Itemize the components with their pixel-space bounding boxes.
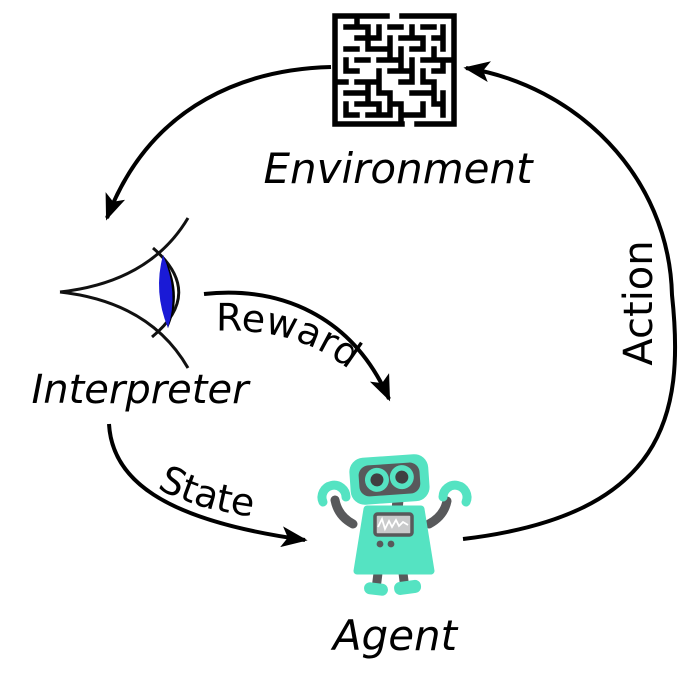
interpreter-label: Interpreter: [31, 367, 251, 413]
state-label: State: [153, 457, 258, 526]
robot-right-arm: [424, 496, 452, 529]
robot-left-arm: [330, 495, 358, 529]
agent-label: Agent: [330, 611, 459, 660]
environment-label: Environment: [263, 144, 534, 193]
eye-icon: [59, 217, 190, 369]
robot-head: [349, 454, 430, 505]
eye-lower-lid: [59, 290, 190, 369]
robot-icon: [317, 454, 472, 596]
robot-screen-waveform: [377, 516, 409, 532]
robot-left-foot: [364, 582, 388, 596]
arrow-interpreter-to-agent-state: [107, 423, 308, 548]
arrow-environment-to-interpreter: [105, 65, 332, 221]
reward-label: Reward: [216, 296, 369, 377]
robot-button-left: [376, 540, 384, 548]
eye-upper-lid: [59, 217, 190, 294]
robot-left-hand: [317, 480, 351, 507]
robot-right-foot: [394, 579, 422, 595]
arrow-agent-to-environment-action: [462, 61, 678, 541]
robot-right-eye: [395, 470, 409, 484]
robot-button-right: [387, 540, 395, 548]
robot-right-hand: [438, 480, 472, 507]
robot-left-eye: [370, 473, 384, 487]
maze-walls: [332, 13, 457, 127]
arrow-interpreter-to-agent-reward: [203, 290, 391, 402]
eye-iris: [159, 255, 173, 328]
maze-icon: [332, 13, 457, 127]
action-label: Action: [616, 240, 662, 365]
